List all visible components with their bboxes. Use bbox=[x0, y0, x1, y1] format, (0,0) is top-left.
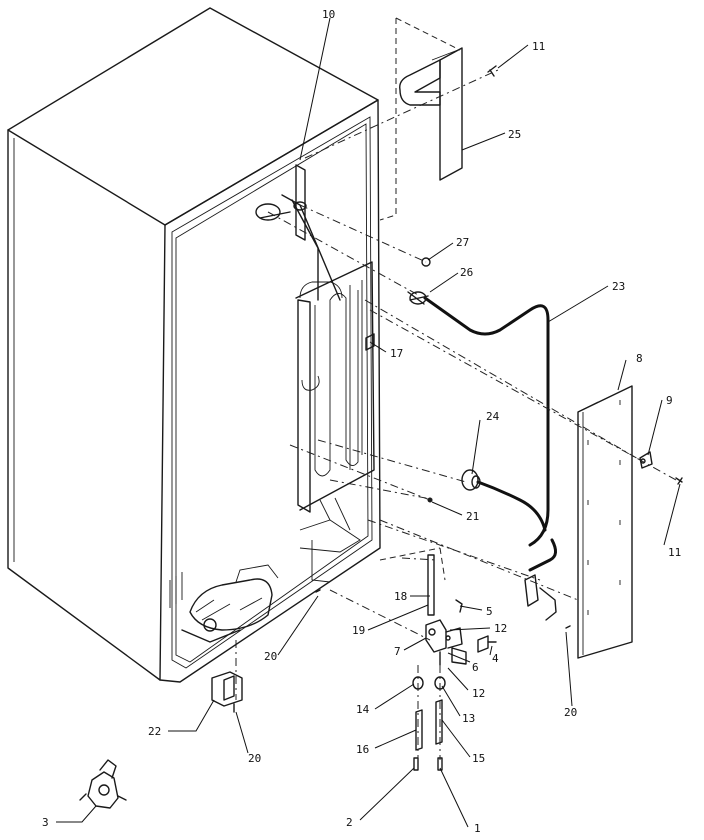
part-20-screw-mid bbox=[315, 589, 321, 593]
callout-7: 7 bbox=[394, 645, 401, 658]
callout-14: 14 bbox=[356, 703, 370, 716]
callout-13: 13 bbox=[462, 712, 475, 725]
part-5-screw bbox=[455, 599, 463, 613]
back-condenser-coil bbox=[295, 261, 375, 513]
upper-tube-assembly bbox=[255, 164, 341, 301]
callout-16: 16 bbox=[356, 743, 369, 756]
refrigerator-cabinet bbox=[7, 7, 381, 683]
alignment-lines bbox=[235, 69, 677, 760]
callout-22: 22 bbox=[148, 725, 161, 738]
part-20-screw-right bbox=[565, 625, 571, 629]
part-23-outline-dashed bbox=[379, 18, 397, 221]
callout-26: 26 bbox=[460, 266, 473, 279]
part-27-screw bbox=[421, 257, 431, 267]
part-11-screw-right bbox=[675, 477, 683, 485]
part-22-bracket bbox=[211, 671, 243, 707]
part-25-connector bbox=[461, 469, 481, 491]
callout-20-bottom: 20 bbox=[248, 752, 261, 765]
cord-clamp bbox=[524, 574, 557, 621]
callout-15: 15 bbox=[472, 752, 485, 765]
part-16-tube bbox=[415, 709, 423, 751]
callout-2: 2 bbox=[346, 816, 353, 829]
part-24-power-cord bbox=[407, 291, 557, 621]
callout-11-right: 11 bbox=[668, 546, 681, 559]
callout-12-top: 12 bbox=[494, 622, 507, 635]
callout-labels: 10 11 25 27 26 23 8 9 17 24 21 11 18 19 … bbox=[42, 8, 681, 835]
callout-19: 19 bbox=[352, 624, 365, 637]
part-8-back-panel bbox=[577, 385, 633, 659]
callout-18: 18 bbox=[394, 590, 407, 603]
part-4-fitting bbox=[477, 635, 497, 653]
part-2-screw bbox=[413, 757, 419, 771]
callout-11-top: 11 bbox=[532, 40, 545, 53]
part-9-clip bbox=[639, 451, 653, 469]
leader-lines bbox=[56, 17, 681, 828]
callout-3: 3 bbox=[42, 816, 49, 829]
part-15-tube bbox=[435, 699, 443, 745]
part-3-valve bbox=[79, 759, 127, 809]
callout-9: 9 bbox=[666, 394, 673, 407]
callout-6: 6 bbox=[472, 661, 479, 674]
callout-23: 25 bbox=[508, 128, 521, 141]
compressor-area bbox=[181, 497, 361, 643]
part-23-outline-dashed-top bbox=[395, 17, 461, 51]
callout-20-right: 20 bbox=[564, 706, 577, 719]
callout-1: 1 bbox=[474, 822, 481, 835]
callout-5: 5 bbox=[486, 605, 493, 618]
part-17-clip bbox=[365, 333, 375, 351]
part-23-bracket bbox=[399, 47, 463, 181]
part-26-connector bbox=[407, 291, 429, 305]
callout-20-mid: 20 bbox=[264, 650, 277, 663]
callout-17: 17 bbox=[390, 347, 403, 360]
callout-12-bottom: 12 bbox=[472, 687, 485, 700]
callout-24: 23 bbox=[612, 280, 625, 293]
part-18-tube bbox=[427, 554, 435, 616]
callout-25: 24 bbox=[486, 410, 500, 423]
callout-21: 21 bbox=[466, 510, 479, 523]
callout-27: 27 bbox=[456, 236, 469, 249]
callout-8: 8 bbox=[636, 352, 643, 365]
part-1-screw bbox=[437, 757, 443, 771]
callout-10: 10 bbox=[322, 8, 335, 21]
callout-4: 4 bbox=[492, 652, 499, 665]
